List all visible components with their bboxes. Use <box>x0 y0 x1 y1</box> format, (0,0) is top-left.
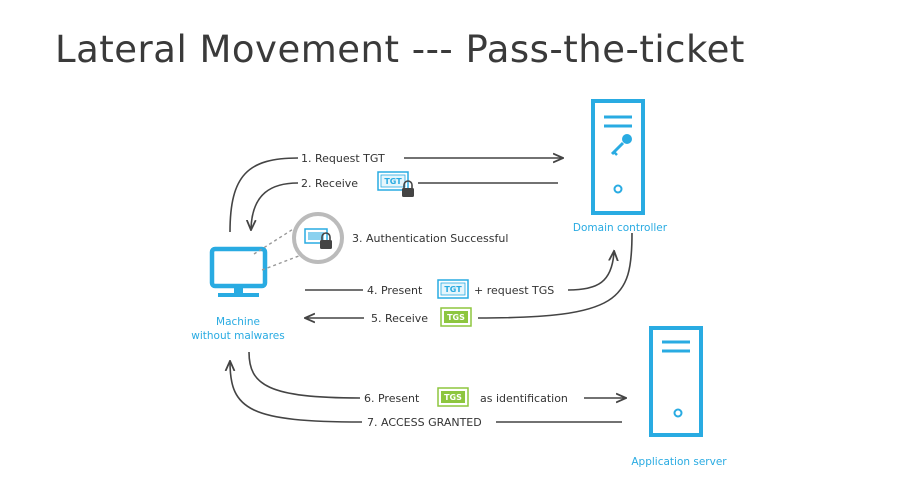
step6-label: 6. Present <box>364 392 420 405</box>
step4-label: 4. Present <box>367 284 423 297</box>
tgs-ticket-icon: TGS <box>440 307 472 327</box>
step3-label: 3. Authentication Successful <box>352 232 508 245</box>
machine-label-line1: Machine <box>216 316 260 328</box>
step1-label: 1. Request TGT <box>301 152 385 165</box>
tgs-ticket-text: TGS <box>444 393 462 402</box>
machine-label-line2: without malwares <box>191 330 284 342</box>
step6-identification-label: as identification <box>480 392 568 405</box>
monitor-icon <box>209 246 268 297</box>
step7-label: 7. ACCESS GRANTED <box>367 416 482 429</box>
step1-return-curve <box>229 157 299 233</box>
step7-arrow <box>230 362 363 423</box>
step5-curve <box>477 232 633 319</box>
step6-curve <box>248 351 361 399</box>
application-server-icon <box>649 326 703 437</box>
authentication-bubble <box>253 212 344 271</box>
tgt-ticket-text: TGT <box>444 285 462 294</box>
domain-controller-label: Domain controller <box>573 222 668 234</box>
step4-arrow <box>567 252 614 291</box>
step4-request-label: + request TGS <box>474 284 554 297</box>
lock-icon <box>402 180 414 197</box>
step2-arrow <box>251 182 299 229</box>
tgs-ticket-icon: TGS <box>437 387 469 407</box>
application-server-label: Application server <box>631 456 727 468</box>
lock-icon <box>320 232 332 249</box>
tgt-ticket-icon: TGT <box>377 171 409 191</box>
page-title: Lateral Movement --- Pass-the-ticket <box>55 28 745 71</box>
key-icon <box>610 134 632 156</box>
tgs-ticket-text: TGS <box>447 313 465 322</box>
tgt-ticket-icon: TGT <box>437 279 469 299</box>
step5-label: 5. Receive <box>371 312 428 325</box>
step2-label: 2. Receive <box>301 177 358 190</box>
domain-controller-icon <box>591 99 645 215</box>
tgt-ticket-text: TGT <box>384 177 402 186</box>
